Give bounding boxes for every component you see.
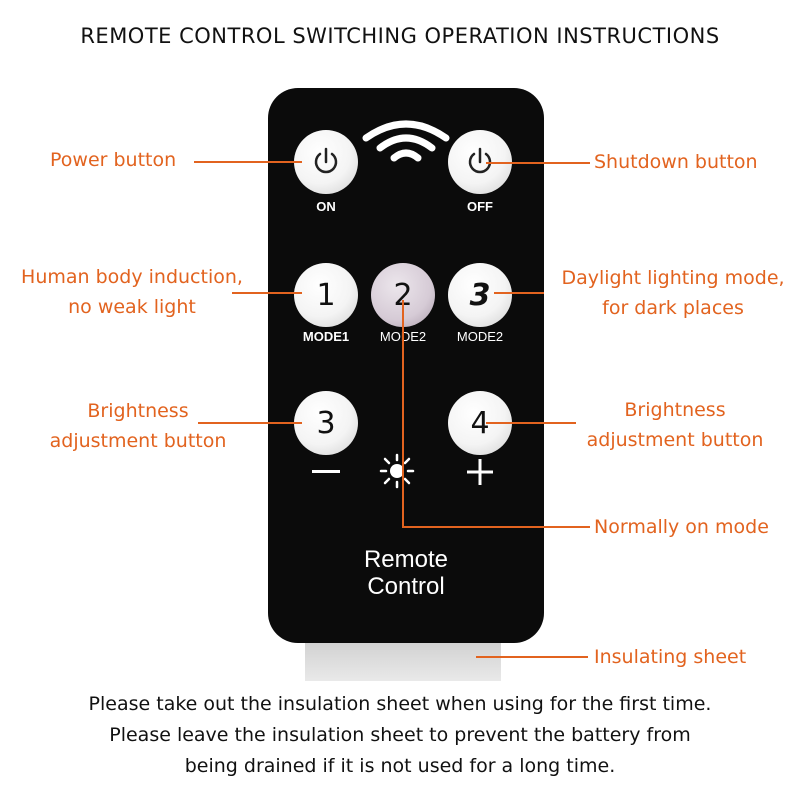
shutdown-callout-line bbox=[486, 162, 590, 164]
insulating-callout-line bbox=[476, 656, 588, 658]
mode3-number: 3 bbox=[469, 277, 491, 313]
shutdown-callout: Shutdown button bbox=[594, 151, 758, 173]
plus-icon bbox=[467, 459, 493, 485]
instructions-footer: Please take out the insulation sheet whe… bbox=[0, 689, 800, 782]
daylight-callout-line1: Daylight lighting mode, bbox=[561, 267, 785, 289]
bright-left-line1: Brightness bbox=[87, 400, 189, 422]
bright-right-line1: Brightness bbox=[624, 399, 726, 421]
daylight-callout-line2: for dark places bbox=[602, 297, 744, 319]
bright-left-line2: adjustment button bbox=[49, 430, 227, 452]
normally-on-callout-hline bbox=[402, 526, 590, 528]
page-title: REMOTE CONTROL SWITCHING OPERATION INSTR… bbox=[80, 24, 720, 48]
power-icon bbox=[314, 147, 338, 174]
human-callout-line bbox=[232, 292, 302, 294]
on-label: ON bbox=[316, 199, 336, 214]
brightness-down-button[interactable]: 3 bbox=[294, 391, 358, 455]
human-callout: Human body induction, no weak light bbox=[10, 262, 254, 322]
bright-left-callout-line bbox=[198, 422, 302, 424]
normally-on-callout: Normally on mode bbox=[594, 516, 769, 538]
remote-name-line2: Control bbox=[367, 573, 445, 600]
mode3-button[interactable]: 3 bbox=[448, 263, 512, 327]
human-callout-line2: no weak light bbox=[68, 296, 196, 318]
remote-control: ON OFF 1 MODE1 2 MODE2 3 MODE2 3 bbox=[268, 88, 544, 643]
mode3-label: MODE2 bbox=[456, 329, 504, 344]
mode1-number: 1 bbox=[316, 277, 336, 313]
bright-right-line2: adjustment button bbox=[586, 429, 764, 451]
daylight-callout-line bbox=[494, 292, 544, 294]
power-on-button[interactable] bbox=[294, 130, 358, 194]
bright-right-callout: Brightness adjustment button bbox=[572, 395, 778, 455]
minus-icon bbox=[312, 470, 340, 473]
power-callout-line bbox=[194, 161, 302, 163]
mode1-button[interactable]: 1 bbox=[294, 263, 358, 327]
footer-line2: Please leave the insulation sheet to pre… bbox=[109, 724, 691, 746]
sun-icon bbox=[379, 453, 415, 489]
normally-on-callout-vline bbox=[402, 300, 404, 527]
human-callout-line1: Human body induction, bbox=[21, 266, 243, 288]
daylight-callout: Daylight lighting mode, for dark places bbox=[546, 263, 800, 323]
mode1-label: MODE1 bbox=[302, 329, 350, 344]
footer-line3: being drained if it is not used for a lo… bbox=[184, 755, 616, 777]
brightness-up-number: 4 bbox=[470, 405, 490, 441]
bright-right-callout-line bbox=[486, 422, 576, 424]
power-icon bbox=[468, 147, 492, 174]
insulating-sheet bbox=[305, 638, 501, 681]
off-label: OFF bbox=[467, 199, 493, 214]
signal-waves-icon bbox=[362, 120, 450, 162]
mode2-number: 2 bbox=[393, 277, 413, 313]
power-callout: Power button bbox=[50, 149, 177, 171]
remote-name: Remote Control bbox=[268, 546, 544, 600]
brightness-down-number: 3 bbox=[316, 405, 336, 441]
remote-name-line1: Remote bbox=[363, 546, 449, 573]
bright-left-callout: Brightness adjustment button bbox=[36, 396, 240, 456]
footer-line1: Please take out the insulation sheet whe… bbox=[88, 693, 712, 715]
insulating-callout: Insulating sheet bbox=[594, 646, 747, 668]
